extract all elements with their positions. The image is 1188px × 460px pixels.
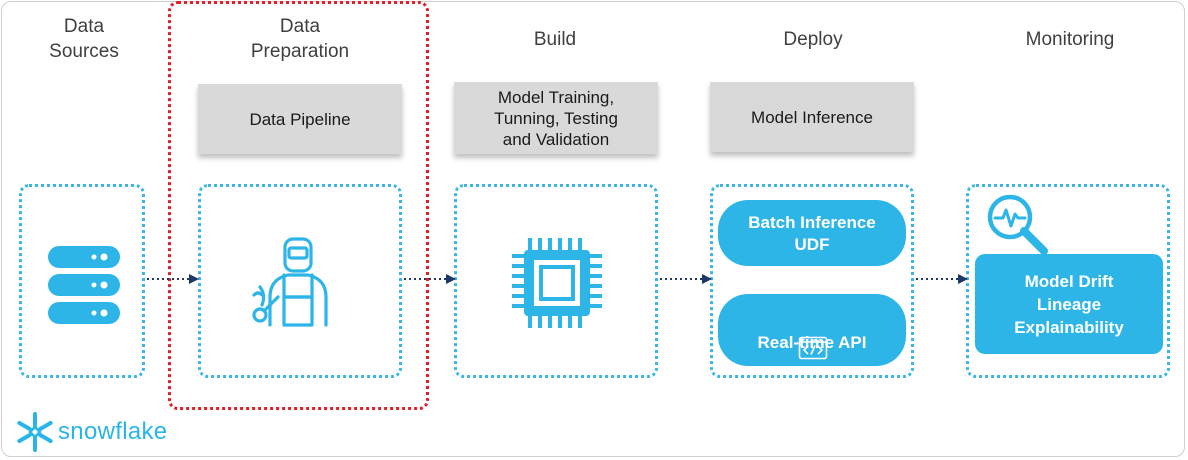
stage-title-deploy: Deploy bbox=[783, 29, 843, 50]
build-box bbox=[454, 184, 658, 378]
stage-title-data-preparation: Data Preparation bbox=[250, 16, 350, 62]
data-preparation-box bbox=[198, 184, 402, 378]
cpu-chip-icon bbox=[512, 238, 602, 328]
arrow-prep-to-build bbox=[404, 274, 456, 284]
deploy-box bbox=[710, 184, 914, 378]
arrow-deploy-to-monitoring bbox=[916, 274, 968, 284]
data-sources-box bbox=[19, 184, 145, 378]
snowflake-wordmark: snowflake bbox=[58, 418, 168, 445]
batch-inference-udf-pill: Batch Inference UDF bbox=[718, 200, 906, 266]
model-drift-lineage-box: Model Drift Lineage Explainability bbox=[975, 254, 1163, 354]
code-window-icon bbox=[798, 336, 828, 360]
data-preparation-highlight bbox=[168, 1, 429, 410]
data-engineer-icon bbox=[252, 237, 328, 327]
stage-title-monitoring: Monitoring bbox=[1025, 29, 1115, 50]
stage-title-data-sources: Data Sources bbox=[49, 16, 119, 62]
data-pipeline-label: Data Pipeline bbox=[198, 84, 402, 154]
stage-title-build: Build bbox=[533, 29, 577, 50]
snowflake-logo-icon bbox=[17, 412, 53, 452]
arrow-build-to-deploy bbox=[660, 274, 712, 284]
monitoring-magnifier-icon bbox=[987, 194, 1048, 255]
arrow-sources-to-prep bbox=[147, 274, 199, 284]
model-inference-label: Model Inference bbox=[710, 82, 914, 152]
monitoring-box bbox=[966, 184, 1170, 378]
model-training-label: Model Training, Tunning, Testing and Val… bbox=[454, 82, 658, 154]
database-icon bbox=[48, 246, 120, 324]
